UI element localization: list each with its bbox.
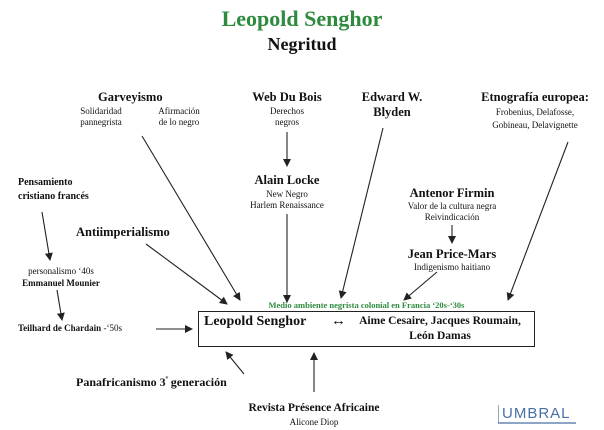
blyden-line-1: Edward W.	[361, 90, 423, 104]
garveyismo-sub-2: pannegrista	[80, 117, 122, 127]
node-teilhard: Teilhard de Chardain -‘50s	[18, 323, 122, 333]
umbral-logo-text: UMBRAL	[502, 405, 571, 422]
center-box	[198, 311, 535, 347]
box-others-line-1: Aime Cesaire, Jacques Roumain,	[359, 315, 521, 327]
etnografia-sub-1: Frobenius, Delafosse,	[495, 107, 575, 117]
arrow-pricemars-to-box	[403, 271, 438, 301]
etnografia-sub-2: Gobineau, Delavignette	[492, 120, 578, 130]
blyden-line-2: Blyden	[373, 105, 411, 119]
pensamiento-line-2: cristiano francés	[18, 191, 89, 202]
umbral-logo: UMBRAL	[497, 403, 578, 425]
node-panafricanismo: Panafricanismo 3ª generación	[76, 375, 227, 390]
node-garveyismo-afirmacion: Afirmación de lo negro	[146, 106, 212, 128]
umbral-logo-icon	[497, 405, 576, 424]
locke-sub-2: Harlem Renaissance	[250, 200, 324, 210]
node-etnografia-sub: Frobenius, Delafosse, Gobineau, Delavign…	[474, 106, 596, 132]
box-others-line-2: León Damas	[409, 330, 471, 342]
node-garveyismo-solidaridad: Solidaridad pannegrista	[68, 106, 134, 128]
panafricanismo-generacion: generación	[167, 375, 227, 389]
firmin-sub-1: Valor de la cultura negra	[407, 201, 497, 211]
garveyismo-sub-3: Afirmación	[158, 106, 200, 116]
teilhard-name: Teilhard de Chardain	[18, 323, 102, 333]
arrow-etnografia-to-box	[506, 141, 569, 301]
panafricanismo-ordinal: ª	[165, 375, 168, 383]
arrow-blyden-to-box	[338, 127, 384, 299]
node-mounier-personalismo: personalismo ‘40s	[28, 266, 94, 276]
arrow-mounier-to-teilhard	[56, 289, 65, 321]
locke-sub-1: New Negro	[266, 189, 308, 199]
node-pricemars-sub: Indigenismo haitiano	[413, 262, 491, 272]
node-antiimperialismo: Antiimperialismo	[76, 225, 170, 239]
pensamiento-line-1: Pensamiento	[18, 177, 73, 188]
node-firmin-sub: Valor de la cultura negra Reivindicación	[382, 201, 522, 223]
diagram-title: Leopold Senghor	[221, 6, 383, 31]
arrow-pensamiento-to-mounier	[41, 211, 53, 261]
diagram-subtitle: Negritud	[267, 34, 337, 54]
webdubois-sub-2: negros	[275, 117, 299, 127]
node-locke-sub: New Negro Harlem Renaissance	[227, 189, 347, 211]
node-pensamiento-title: Pensamiento cristiano francés	[18, 176, 89, 204]
panafricanismo-text: Panafricanismo 3	[76, 375, 166, 389]
node-webdubois-sub: Derechos negros	[247, 106, 327, 128]
box-caption: Medio ambiente negrista colonial en Fran…	[268, 300, 465, 310]
garveyismo-sub-1: Solidaridad	[80, 106, 122, 116]
garveyismo-sub-4: de lo negro	[158, 117, 200, 127]
teilhard-decade: -‘50s	[101, 323, 122, 333]
node-etnografia-title: Etnografía europea:	[481, 90, 589, 104]
node-garveyismo-title: Garveyismo	[98, 90, 163, 104]
box-others: Aime Cesaire, Jacques Roumain, León Dama…	[350, 314, 530, 344]
node-pricemars-title: Jean Price-Mars	[407, 247, 497, 261]
node-presence-title: Revista Présence Africaine	[248, 402, 380, 414]
firmin-sub-2: Reivindicación	[424, 212, 480, 222]
node-blyden-title: Edward W. Blyden	[352, 90, 432, 120]
node-firmin-title: Antenor Firmin	[409, 186, 495, 200]
node-mounier-name: Emmanuel Mounier	[22, 278, 100, 288]
node-presence-sub: Alicone Diop	[289, 417, 339, 427]
node-locke-title: Alain Locke	[254, 173, 320, 187]
box-senghor: Leopold Senghor	[204, 314, 307, 329]
arrow-panafricanismo-to-box	[225, 351, 245, 375]
node-webdubois-title: Web Du Bois	[252, 90, 322, 104]
bidirectional-arrow-icon: ↔	[331, 313, 346, 329]
arrow-garveyismo-to-senghor	[141, 135, 241, 301]
arrow-antiimperialismo-to-senghor	[145, 243, 228, 305]
webdubois-sub-1: Derechos	[270, 106, 304, 116]
